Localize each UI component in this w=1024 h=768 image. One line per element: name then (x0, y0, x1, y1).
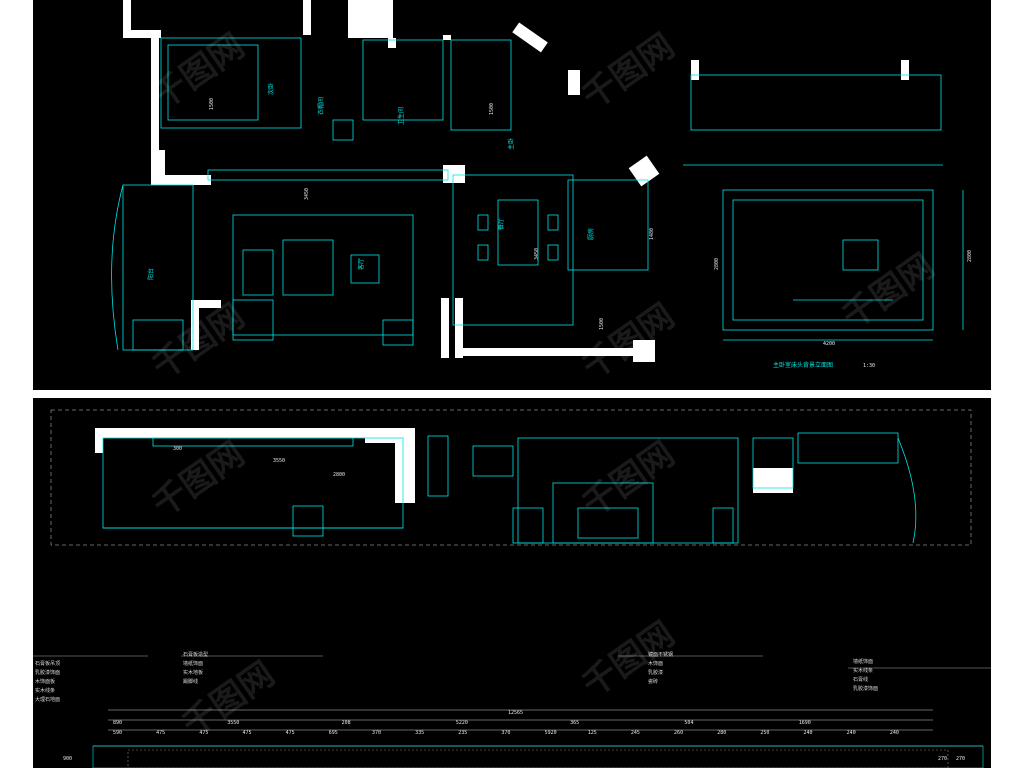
watermark-text: 千图网 (835, 246, 941, 337)
strip-dimension: 300 (173, 446, 182, 452)
room-label: 卫生间 (397, 107, 405, 125)
note-middle: 石膏板造型 (183, 651, 208, 658)
note-right: 镜面不锈钢 (648, 651, 673, 658)
room-label: 厨房 (587, 228, 595, 240)
room-label: 餐厅 (497, 218, 505, 230)
dimension-lower: 5920 (545, 730, 557, 736)
dimension-lower: 335 (415, 730, 424, 736)
dimension-lower: 475 (156, 730, 165, 736)
elevation-caption: 主卧室床头背景立面图 (773, 361, 833, 369)
dimension-lower: 475 (199, 730, 208, 736)
dimension-upper: 208 (342, 720, 351, 726)
dimension-side-right: 270 (956, 756, 965, 762)
room-label: 衣帽间 (317, 97, 325, 115)
watermark-text: 千图网 (575, 614, 681, 705)
elevation-dimension: 4200 (823, 341, 835, 347)
floor-plan-panel: 次卧卫生间主卧厨房客厅 餐厅阳台 衣帽间 1500 1500 3450 1480 3450 15… (33, 0, 991, 390)
note-right: 乳胶漆 (648, 669, 663, 676)
plan-dimension: 1500 (489, 103, 495, 115)
dimension-lower: 280 (717, 730, 726, 736)
room-label: 主卧 (507, 138, 515, 150)
note-left: 木饰面板 (35, 678, 55, 685)
room-label: 客厅 (357, 258, 365, 270)
dimension-lower: 260 (674, 730, 683, 736)
dimension-lower: 590 (113, 730, 122, 736)
dimension-lower: 235 (458, 730, 467, 736)
dimension-upper: 1690 (799, 720, 811, 726)
dimension-lower: 245 (631, 730, 640, 736)
dimension-lower: 125 (588, 730, 597, 736)
note-middle: 墙纸饰面 (183, 660, 203, 667)
dimension-lower: 695 (329, 730, 338, 736)
note-middle: 踢脚线 (183, 678, 198, 685)
dimension-upper: 365 (570, 720, 579, 726)
note-left: 实木线条 (35, 687, 55, 694)
note-middle: 实木地板 (183, 669, 203, 676)
watermark-text: 千图网 (575, 296, 681, 387)
elevation-drawing: 30035502800石膏板吊顶乳胶漆饰面木饰面板实木线条大理石地面石膏板造型墙… (33, 409, 991, 768)
note-left: 石膏板吊顶 (35, 660, 60, 667)
dimension-side-left: 900 (63, 756, 72, 762)
dimension-lower: 240 (847, 730, 856, 736)
plan-linework (111, 37, 964, 351)
plan-dimension: 3450 (534, 248, 540, 260)
elevation-dimension: 2800 (967, 250, 973, 262)
plan-walls (123, 0, 909, 362)
plan-dimension: 1480 (649, 228, 655, 240)
dimension-upper: 890 (113, 720, 122, 726)
elevation-scale: 1:30 (863, 363, 875, 369)
room-label: 阳台 (147, 268, 155, 280)
note-right: 瓷砖 (648, 678, 658, 685)
dimension-lower: 475 (242, 730, 251, 736)
watermark-text: 千图网 (175, 654, 281, 745)
plan-dimension: 1500 (599, 318, 605, 330)
plan-dimension: 3450 (304, 188, 310, 200)
dimension-upper: 3550 (227, 720, 239, 726)
dimension-lower: 370 (372, 730, 381, 736)
note-right: 木饰面 (648, 660, 663, 667)
dimension-lower: 240 (890, 730, 899, 736)
elevation-dimension: 2800 (714, 258, 720, 270)
note-far-right: 实木线条 (853, 667, 873, 674)
dimension-lower: 250 (760, 730, 769, 736)
strip-dimension: 3550 (273, 458, 285, 464)
dimension-lower: 240 (804, 730, 813, 736)
dimension-lower: 475 (286, 730, 295, 736)
strip-dimension: 2800 (333, 472, 345, 478)
dimension-side-right: 270 (938, 756, 947, 762)
note-left: 大理石地面 (35, 696, 60, 703)
plan-dimension: 1500 (209, 98, 215, 110)
watermark-text: 千图网 (575, 434, 681, 525)
note-far-right: 乳胶漆饰面 (853, 685, 878, 692)
dimension-lower: 370 (501, 730, 510, 736)
note-far-right: 墙纸饰面 (853, 658, 873, 665)
dimension-upper: 5220 (456, 720, 468, 726)
dimension-total: 12565 (508, 710, 523, 716)
room-label: 次卧 (267, 83, 275, 95)
dimension-upper: 504 (684, 720, 693, 726)
watermark-text: 千图网 (575, 26, 681, 117)
note-left: 乳胶漆饰面 (35, 669, 60, 676)
watermark-text: 千图网 (145, 434, 251, 525)
note-far-right: 石膏线 (853, 676, 868, 683)
